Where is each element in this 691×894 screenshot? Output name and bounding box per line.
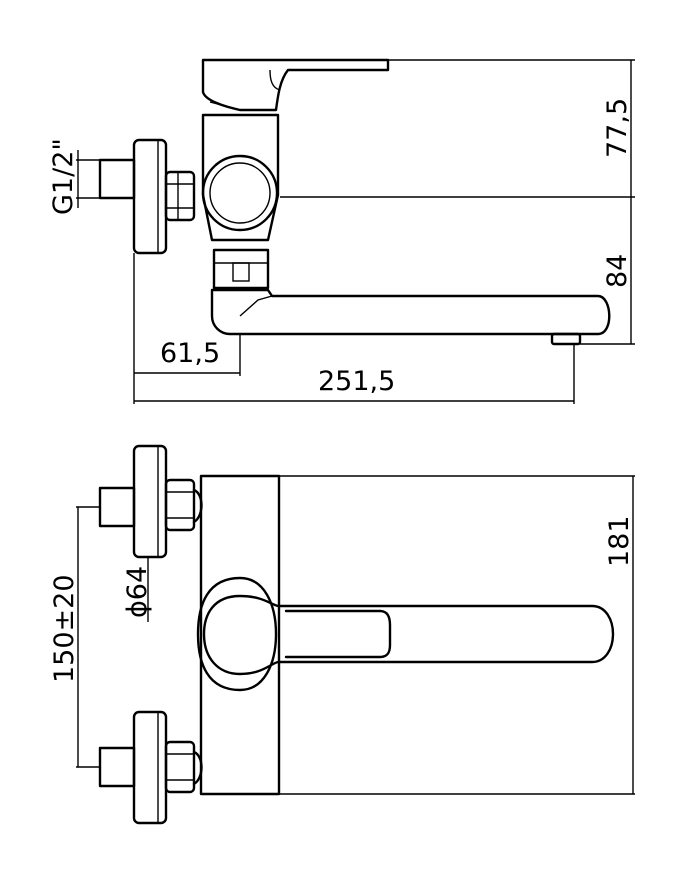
rosette-diameter-label: ϕ64	[122, 566, 153, 618]
thread-size-label: G1/2"	[48, 138, 79, 215]
wall-offset-dimension: 61,5	[133, 253, 241, 404]
front-view: 181 ϕ64 150±20	[49, 444, 635, 825]
side-spout-collar	[212, 248, 270, 290]
side-hex-nut	[164, 170, 196, 222]
side-spout	[210, 288, 611, 346]
body-height-dimension: 181	[279, 475, 635, 795]
side-inlet-pipe	[98, 158, 136, 200]
side-lever-handle	[201, 58, 390, 112]
inlet-spacing-dimension: 150±20	[49, 506, 100, 768]
spout-reach-label: 251,5	[318, 366, 395, 397]
side-rosette	[132, 138, 168, 255]
front-lower-inlet	[98, 710, 203, 825]
front-upper-inlet	[98, 444, 203, 559]
height-upper-label: 77,5	[602, 98, 633, 158]
body-height-label: 181	[604, 515, 635, 567]
front-mixer-body	[199, 474, 281, 796]
spout-reach-dimension: 251,5	[134, 344, 575, 404]
inlet-spacing-label: 150±20	[49, 574, 80, 683]
wall-offset-label: 61,5	[160, 338, 220, 369]
front-lever	[202, 594, 615, 676]
front-handle-base	[196, 576, 278, 692]
rosette-diameter-dimension: ϕ64	[122, 557, 153, 622]
side-mixer-body	[201, 113, 280, 242]
height-lower-label: 84	[602, 254, 633, 288]
height-upper-dimension: 77,5	[280, 59, 635, 198]
side-view: G1/2" 77,5 84 61,5 251,5	[48, 58, 635, 404]
height-lower-dimension: 84	[580, 197, 635, 345]
thread-dimension: G1/2"	[48, 138, 100, 215]
